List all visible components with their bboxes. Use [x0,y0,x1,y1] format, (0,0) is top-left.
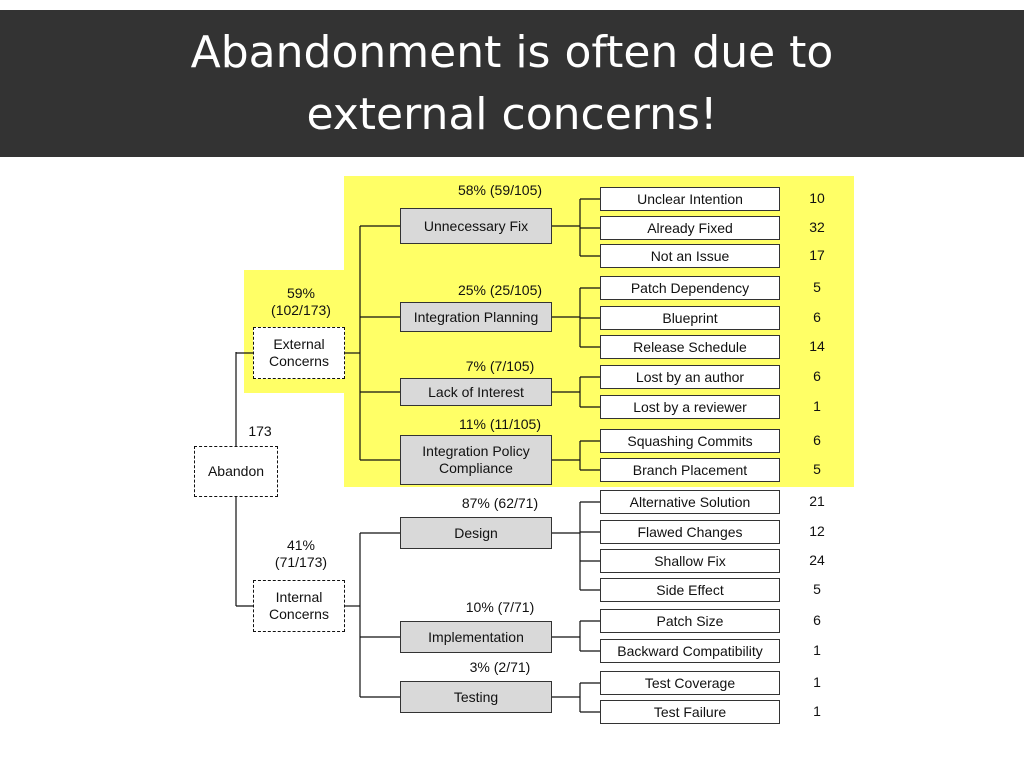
reason-node: Patch Size [600,609,780,633]
reason-node: Blueprint [600,306,780,330]
reason-node: Already Fixed [600,216,780,240]
page-title: Abandonment is often due to external con… [190,26,834,140]
reason-node: Shallow Fix [600,549,780,573]
reason-node: Squashing Commits [600,429,780,453]
category-node: Unnecessary Fix [400,208,552,244]
reason-node: Backward Compatibility [600,639,780,663]
group-share: 41% (71/173) [274,537,328,570]
reason-count: 17 [809,247,825,263]
reason-count: 6 [813,612,821,628]
reason-node: Lost by an author [600,365,780,389]
reason-node: Release Schedule [600,335,780,359]
category-share: 7% (7/105) [465,358,535,374]
reason-node: Flawed Changes [600,520,780,544]
reason-count: 5 [813,581,821,597]
title-bar: Abandonment is often due to external con… [0,10,1024,157]
reason-count: 12 [809,523,825,539]
reason-node: Test Coverage [600,671,780,695]
reason-count: 24 [809,552,825,568]
reason-count: 6 [813,309,821,325]
category-node: Design [400,517,552,549]
category-share: 25% (25/105) [457,282,543,298]
reason-count: 1 [813,642,821,658]
category-node: Testing [400,681,552,713]
reason-count: 6 [813,432,821,448]
group-node: Internal Concerns [253,580,345,632]
category-node: Implementation [400,621,552,653]
reason-count: 1 [813,674,821,690]
reason-node: Patch Dependency [600,276,780,300]
reason-count: 10 [809,190,825,206]
reason-count: 5 [813,279,821,295]
category-share: 58% (59/105) [457,182,543,198]
category-share: 10% (7/71) [465,599,535,615]
category-share: 3% (2/71) [469,659,531,675]
reason-count: 32 [809,219,825,235]
category-share: 11% (11/105) [459,416,541,432]
reason-node: Unclear Intention [600,187,780,211]
group-share: 59% (102/173) [271,285,331,318]
root-node: Abandon [194,446,278,497]
category-node: Lack of Interest [400,378,552,406]
reason-count: 1 [813,398,821,414]
reason-count: 6 [813,368,821,384]
reason-count: 1 [813,703,821,719]
reason-node: Alternative Solution [600,490,780,514]
reason-count: 21 [809,493,825,509]
reason-count: 14 [809,338,825,354]
reason-node: Not an Issue [600,244,780,268]
category-node: Integration Planning [400,302,552,332]
category-share: 87% (62/71) [461,495,539,511]
reason-node: Side Effect [600,578,780,602]
reason-node: Test Failure [600,700,780,724]
group-node: External Concerns [253,327,345,379]
category-node: Integration Policy Compliance [400,435,552,485]
root-count: 173 [248,423,272,439]
reason-node: Lost by a reviewer [600,395,780,419]
reason-node: Branch Placement [600,458,780,482]
reason-count: 5 [813,461,821,477]
